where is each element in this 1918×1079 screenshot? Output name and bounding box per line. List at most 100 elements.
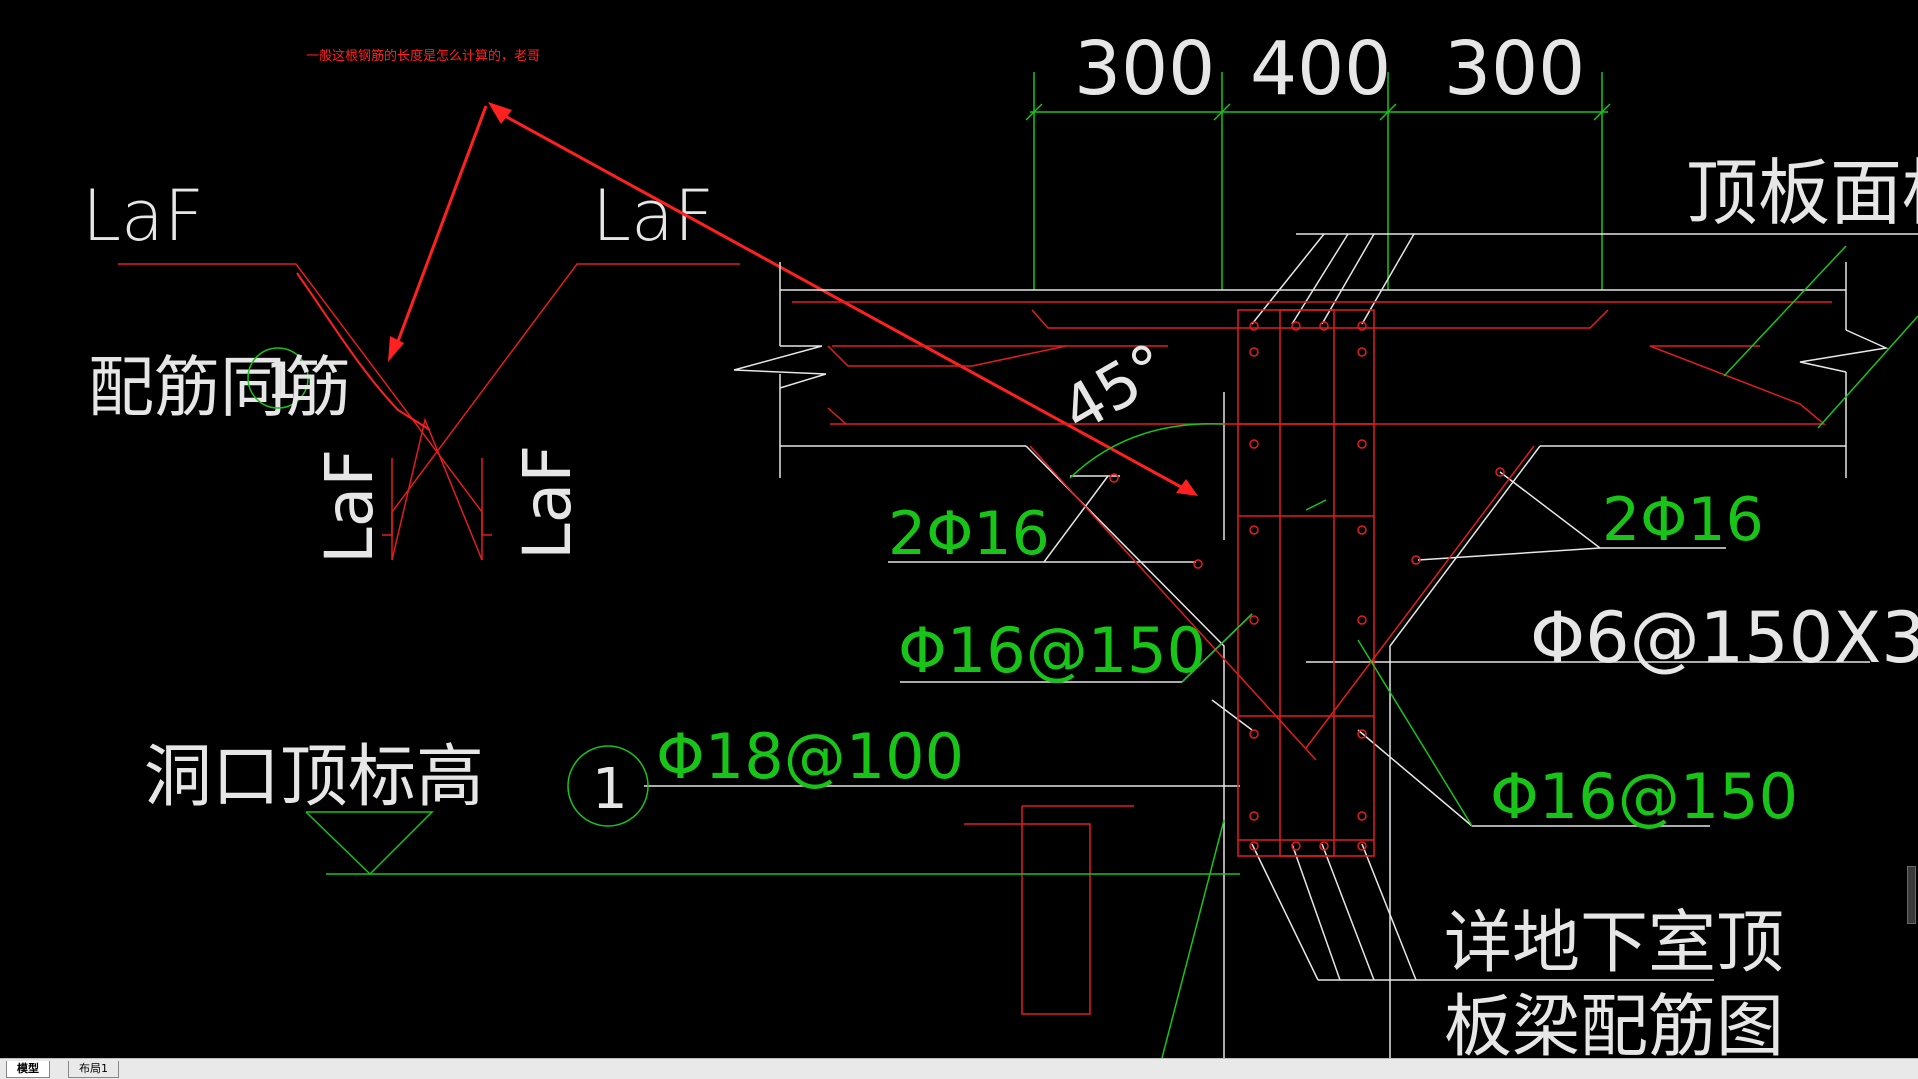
tab-model[interactable]: 模型 [6,1061,50,1078]
leader-top-4 [1361,233,1415,325]
break-symbol-left [733,345,827,389]
opening-elev-marker [305,811,434,876]
dot [1249,347,1259,357]
green-d16-right [1357,639,1473,827]
rebar-2d16-right: 2Φ16 [1602,485,1764,555]
leader-d16-left-c [1211,699,1253,731]
leader-2d16-right-b [1417,547,1601,561]
laf-bottom-left: LaF [311,449,388,564]
dot [1193,559,1203,569]
question-note: 一般这根钢筋的长度是怎么计算的，老哥 [306,48,540,64]
leader-bot-2 [1291,843,1341,981]
green-lines [305,245,1918,1058]
rebar-dots [1109,321,1505,851]
green-diag-right-2 [1817,315,1918,429]
left-detail: LaF LaF LaF LaF 配筋同 1 筋 [82,175,740,564]
break-symbol-right [1799,329,1889,373]
layout-tab-bar: 模型 布局1 [0,1058,1918,1079]
leader-top-2 [1291,233,1349,325]
dot [1411,555,1421,565]
section-outline [644,233,1918,1058]
dim-300-right: 300 [1444,26,1585,112]
laf-top-right: LaF [592,175,714,257]
stirrup-outer [1237,309,1375,857]
dot [1249,525,1259,535]
dim-tick-3 [1379,103,1397,121]
dot [1249,841,1259,851]
dim-tick-1 [1025,103,1043,121]
dot [1291,321,1301,331]
dot [1249,321,1259,331]
leader-d16-right-b [1357,729,1473,827]
slab-bar-lower-left [827,407,847,425]
ref-circle-1 [247,347,309,409]
tab-layout1[interactable]: 布局1 [68,1061,119,1078]
opening-top-elev: 洞口顶标高 [144,738,484,817]
ref-number-1: 1 [266,352,298,410]
dim-tick-4 [1593,103,1611,121]
dot [1291,841,1301,851]
opening-col [1021,823,1091,1015]
dot [1249,729,1259,739]
dot [1319,841,1329,851]
green-d16-left [1181,613,1253,683]
dot [1495,467,1505,477]
rebar-2d16-left: 2Φ16 [888,499,1050,569]
see-detail-line1: 详地下室顶 [1444,904,1784,983]
angle-arc [1069,422,1225,479]
stirrup-inner [1279,309,1335,857]
left-rebar-v [391,417,483,561]
vertical-scrollbar[interactable] [1907,866,1916,924]
ref-circle-2 [567,745,649,827]
leader-top-1 [1251,233,1325,325]
dot [1357,439,1367,449]
dot [1249,811,1259,821]
ref-number-2: 1 [592,757,628,822]
rebar-d18-100: Φ18@100 [656,720,964,793]
haunch-right [1389,445,1541,1058]
arrow-line-left [392,105,488,353]
dot [1357,729,1367,739]
diag-right [1305,445,1535,749]
dot [1357,841,1367,851]
dot [1109,473,1119,483]
laf-top-left: LaF [82,175,204,257]
same-as-prefix: 配筋同 [88,349,286,426]
leader-top-3 [1321,233,1375,325]
green-stub [1305,499,1327,511]
dot [1357,615,1367,625]
leader-bot-4 [1361,843,1417,981]
rebar-d6-150x300: Φ6@150X300 [1530,597,1918,679]
dot [1357,525,1367,535]
beam-rebars [792,301,1832,1015]
dot [1357,321,1367,331]
dim-tick-2 [1213,103,1231,121]
arrow-head-right [1176,479,1198,496]
hand-drawn-highlight [296,272,431,431]
haunch-bar-l2 [830,345,1827,425]
rebar-d16-150-left: Φ16@150 [898,614,1206,687]
dim-300-left: 300 [1074,26,1215,112]
dim-400: 400 [1250,26,1391,112]
slab-top-elev: 顶板面标高 [1686,151,1918,235]
dot [1319,321,1329,331]
dot [1249,615,1259,625]
rebar-d16-150-right: Φ16@150 [1490,760,1798,833]
dimensions [1025,72,1611,290]
dot [1357,811,1367,821]
same-as-suffix: 筋 [285,349,351,426]
laf-bottom-right: LaF [509,445,586,560]
leader-bot-3 [1321,843,1375,981]
green-diag-right [1723,245,1847,377]
question-annotation: 一般这根钢筋的长度是怎么计算的，老哥 [306,48,1198,496]
leader-bot-1 [1251,843,1319,981]
dot [1357,347,1367,357]
haunch-left [1025,445,1225,1058]
slab-bar-l [827,345,1067,367]
see-detail-line2: 板梁配筋图 [1444,988,1784,1058]
green-col-line [1161,819,1225,1058]
diag-left [1029,445,1317,761]
arrow-head-left [388,336,404,362]
dot [1249,439,1259,449]
